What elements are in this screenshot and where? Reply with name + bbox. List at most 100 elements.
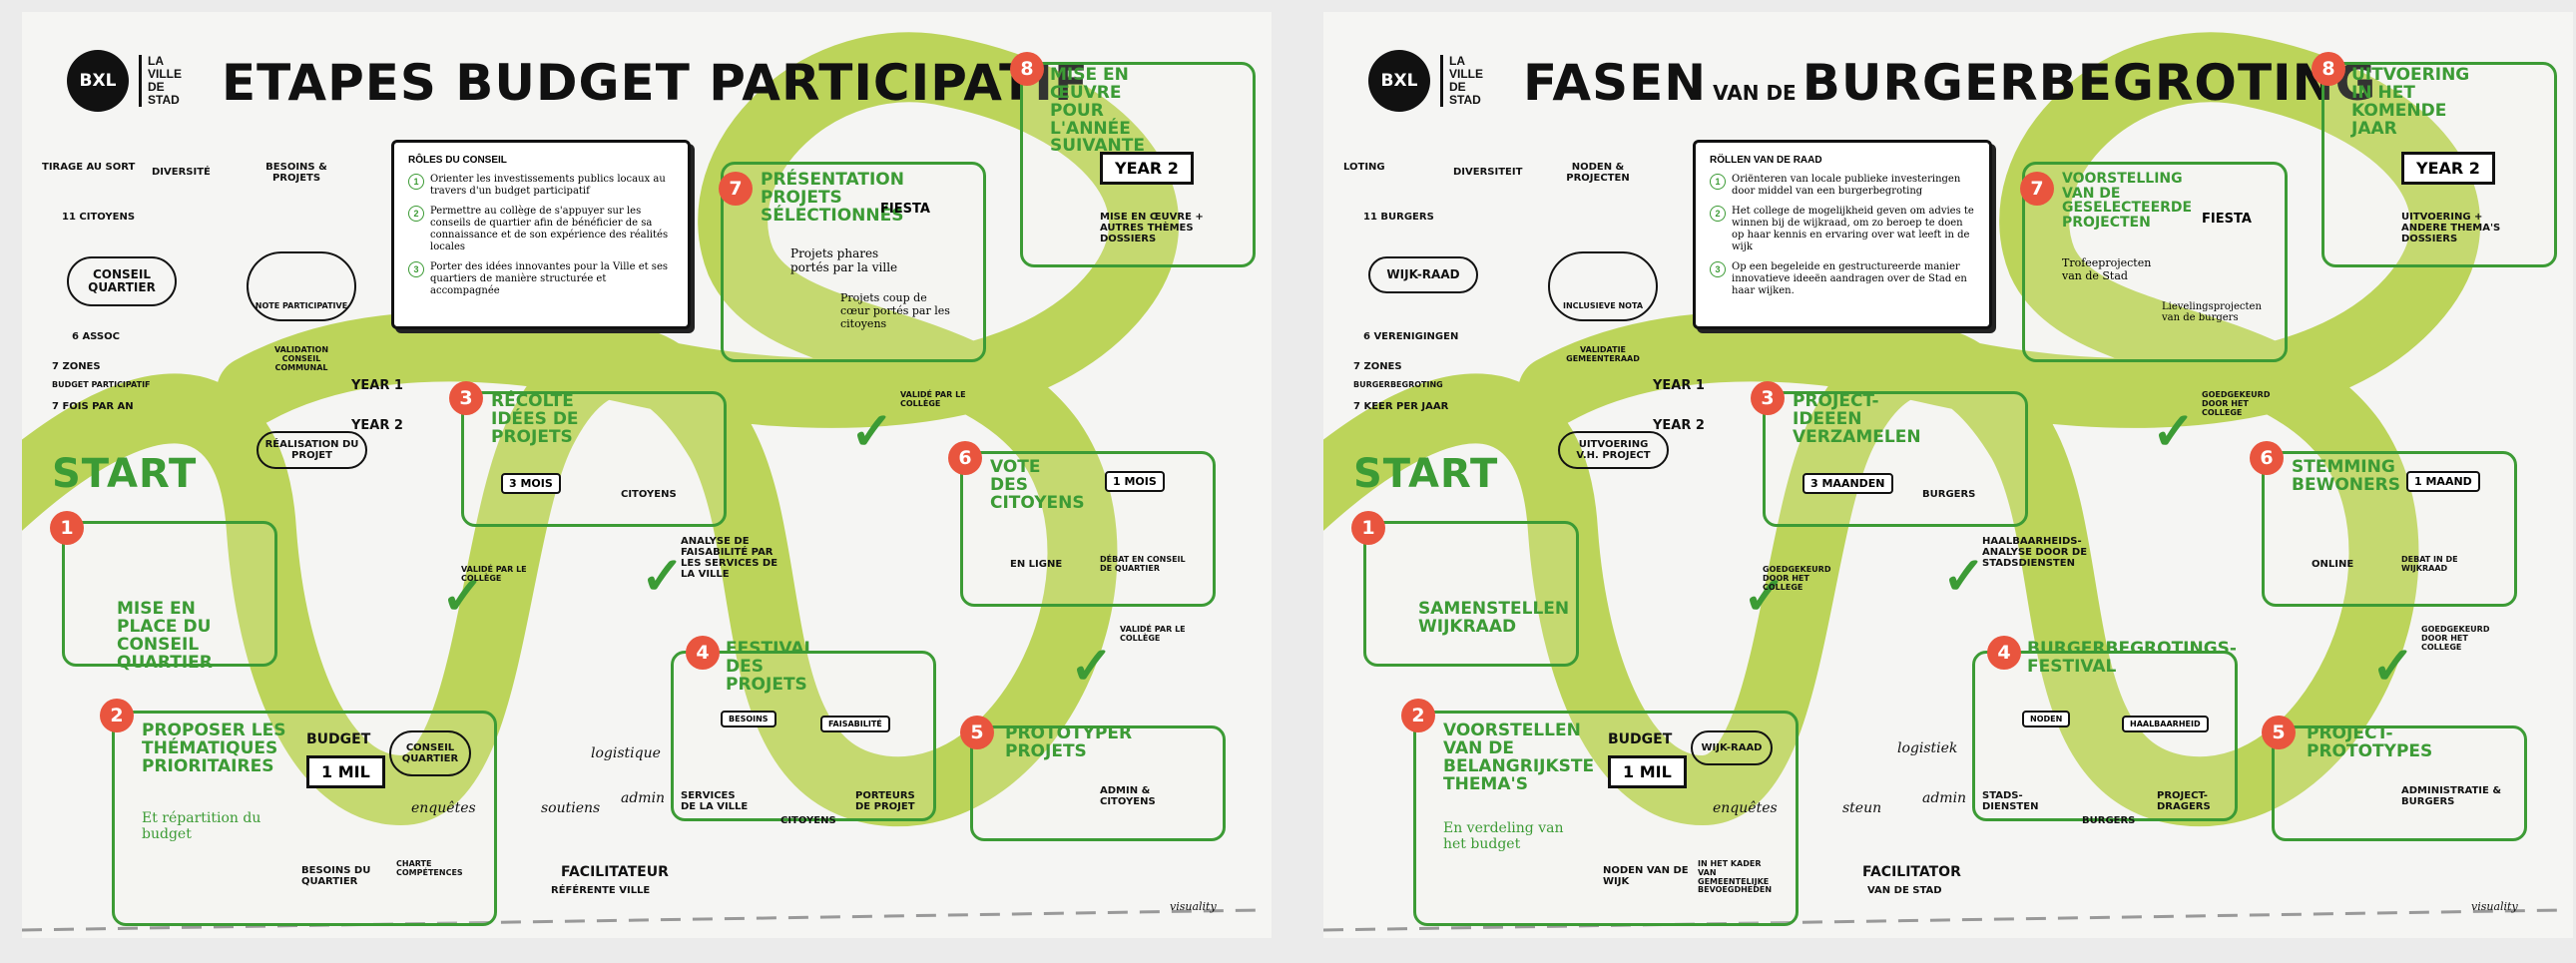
noden-tag: NODEN <box>2022 711 2071 727</box>
step-number-7: 7 <box>2020 172 2054 206</box>
services-note: SERVICES DE LA VILLE <box>681 790 749 812</box>
vandestad-label: VAN DE STAD <box>1867 885 1942 896</box>
note-loting: LOTING <box>1343 162 1385 173</box>
step-number-2: 2 <box>100 699 134 732</box>
bxl-badge: BXL <box>1368 50 1430 112</box>
check-icon: ✓ <box>641 548 685 606</box>
noden-wijk-note: NODEN VAN DE WIJK <box>1603 865 1689 887</box>
note-realisation: RÉALISATION DU PROJET <box>257 431 367 469</box>
step-box-3 <box>1763 391 2028 527</box>
step-sub-2: Et répartition du budget <box>142 810 261 842</box>
step-box-3 <box>461 391 727 527</box>
step-number-3: 3 <box>449 381 483 415</box>
title-part-b: BURGERBEGROTING <box>1802 54 2377 112</box>
citoyens-4: CITOYENS <box>780 815 836 826</box>
note-keer: 7 KEER PER JAAR <box>1353 401 1449 412</box>
note-citoyens: 11 CITOYENS <box>62 212 136 223</box>
besoins-quartier-note: BESOINS DU QUARTIER <box>301 865 371 887</box>
step-label-6: VOTE DES CITOYENS <box>990 457 1085 513</box>
step-box-2 <box>112 711 497 926</box>
note-budget-part: BUDGET PARTICIPATIF <box>52 380 151 389</box>
logistiek-note: logistiek <box>1897 740 1958 756</box>
fiesta-note: FIESTA <box>2202 212 2252 227</box>
poster-title-fr: ETAPES BUDGET PARTICIPATIF <box>222 54 1089 112</box>
facilitator-label: FACILITATOR <box>1862 864 1961 880</box>
step-label-2: PROPOSER LES THÉMATIQUES PRIORITAIRES <box>142 721 286 776</box>
check-icon: ✓ <box>441 568 485 626</box>
road-path <box>22 32 1261 932</box>
projets-phares-note: Projets phares portés par la ville <box>790 246 898 274</box>
check-icon: ✓ <box>2371 638 2415 696</box>
note-assoc: 6 ASSOC <box>72 331 120 342</box>
step-label-1: MISE EN PLACE DU CONSEIL QUARTIER <box>117 599 213 673</box>
step-box-7 <box>2022 162 2288 362</box>
note-burgerbegroting: BURGERBEGROTING <box>1353 380 1443 389</box>
step-box-4 <box>671 651 936 821</box>
step-number-1: 1 <box>1351 511 1385 545</box>
budget-label: BUDGET <box>306 731 371 747</box>
note-besoins: BESOINS & PROJETS <box>265 162 327 184</box>
note-zones: 7 ZONES <box>1353 361 1402 372</box>
porteurs-note: PORTEURS DE PROJET <box>855 790 915 812</box>
goedgekeurd-note-1: GOEDGEKEURD DOOR HET COLLEGE <box>1763 565 1831 592</box>
citoyens-3: CITOYENS <box>621 489 677 500</box>
check-icon: ✓ <box>1942 548 1986 606</box>
step-number-1: 1 <box>50 511 84 545</box>
charte-note: CHARTE COMPÉTENCES <box>396 859 463 877</box>
trofeeprojecten-note: Trofeeprojecten van de Stad <box>2062 256 2152 282</box>
step-number-3: 3 <box>1751 381 1785 415</box>
step-box-7 <box>721 162 986 362</box>
besoins-tag: BESOINS <box>721 711 776 727</box>
step-box-6 <box>960 451 1216 607</box>
year1-label: YEAR 1 <box>351 378 403 393</box>
valide-note-3: VALIDÉ PAR LE COLLÈGE <box>1120 625 1186 643</box>
duration-6: 1 MAAND <box>2406 471 2480 492</box>
logistique-note: logistique <box>591 745 661 761</box>
admin-note: admin <box>621 790 666 806</box>
note-noden: NODEN & PROJECTEN <box>1566 162 1630 184</box>
year2-sign: YEAR 2 <box>2401 152 2495 185</box>
duration-3: 3 MAANDEN <box>1803 473 1893 494</box>
budget-label: BUDGET <box>1608 731 1673 747</box>
step-box-5 <box>970 725 1226 841</box>
roles-title: RÖLLEN VAN DE RAAD <box>1710 155 1822 166</box>
wijkraad-2: WIJK-RAAD <box>1691 730 1773 765</box>
admin-citoyens-note: ADMIN & CITOYENS <box>1100 785 1156 807</box>
projectdragers-note: PROJECT-DRAGERS <box>2157 790 2211 812</box>
step-label-1: SAMENSTELLEN WIJKRAAD <box>1418 599 1570 637</box>
budget-amount: 1 MIL <box>306 755 385 788</box>
projets-coeur-note: Projets coup de cœur portés par les cito… <box>840 291 950 330</box>
step-label-3: PROJECT-IDEEEN VERZAMELEN <box>1793 391 1921 447</box>
note-validatie: VALIDATIE GEMEENTERAAD <box>1566 345 1640 363</box>
year2-label: YEAR 2 <box>1653 418 1705 433</box>
step-label-5: PROJECT-PROTOTYPES <box>2307 723 2433 761</box>
year2-sign: YEAR 2 <box>1100 152 1194 185</box>
step-label-3: RÉCOLTE IDÉES DE PROJETS <box>491 391 579 447</box>
poster-title-nl: FASEN VAN DE BURGERBEGROTING <box>1523 54 2377 112</box>
burgers-4: BURGERS <box>2082 815 2136 826</box>
title-part-a: FASEN <box>1523 54 1708 112</box>
mise-oeuvre-note: MISE EN ŒUVRE + AUTRES THÈMES DOSSIERS <box>1100 212 1204 244</box>
road-path <box>1323 32 2562 932</box>
note-burgers: 11 BURGERS <box>1363 212 1434 223</box>
visuality-signature: visuality <box>1170 900 1217 913</box>
referente-label: RÉFÉRENTE VILLE <box>551 885 651 896</box>
step-box-2 <box>1413 711 1799 926</box>
facilitateur-label: FACILITATEUR <box>561 864 669 880</box>
step-box-1 <box>1363 521 1579 667</box>
note-validation: VALIDATION CONSEIL COMMUNAL <box>273 345 329 372</box>
fiesta-note: FIESTA <box>880 202 930 217</box>
check-icon: ✓ <box>1743 568 1787 626</box>
analyse-note: ANALYSE DE FAISABILITÉ PAR LES SERVICES … <box>681 536 778 580</box>
note-diversite: DIVERSITÉ <box>152 167 211 178</box>
enquetes-note: enquêtes <box>1713 800 1778 816</box>
step-box-5 <box>2272 725 2527 841</box>
